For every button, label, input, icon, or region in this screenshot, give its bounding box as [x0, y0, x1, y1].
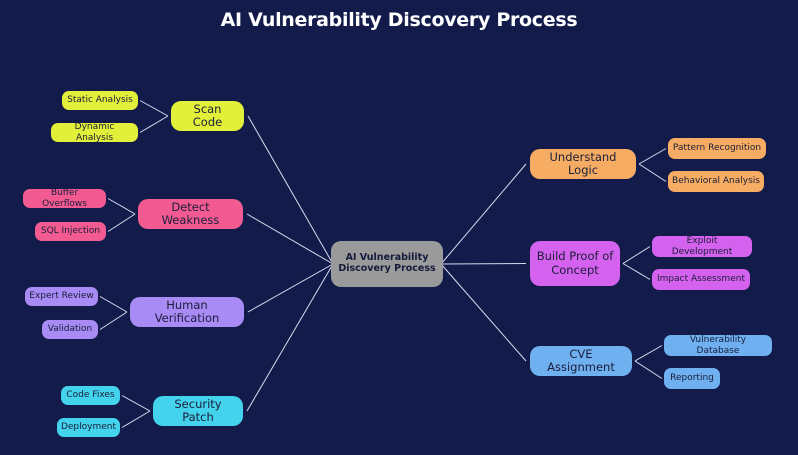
link-detect-sql-injection — [107, 213, 136, 232]
link-human-expert-review — [99, 296, 128, 313]
node-static-analysis: Static Analysis — [62, 91, 138, 110]
node-validation: Validation — [42, 320, 98, 339]
link-scan-static-analysis — [139, 100, 169, 117]
node-human-verification: Human Verification — [130, 297, 244, 327]
link-root-detect — [246, 213, 334, 265]
link-understand-behavioral-analysis — [638, 163, 667, 182]
node-reporting: Reporting — [664, 368, 720, 389]
link-root-cve — [440, 263, 527, 362]
link-poc-exploit-development — [622, 246, 651, 264]
link-detect-buffer-overflows — [107, 198, 136, 215]
node-security-patch: Security Patch — [153, 396, 243, 426]
node-exploit-development: Exploit Development — [652, 236, 752, 257]
node-root: AI Vulnerability Discovery Process — [331, 241, 443, 287]
link-patch-code-fixes — [121, 395, 151, 412]
link-understand-pattern-recognition — [638, 148, 667, 165]
node-sql-injection: SQL Injection — [35, 222, 106, 241]
node-detect-weakness: Detect Weakness — [138, 199, 243, 229]
node-behavioral-analysis: Behavioral Analysis — [668, 171, 764, 192]
node-impact-assessment: Impact Assessment — [652, 269, 750, 290]
link-scan-dynamic-analysis — [139, 115, 169, 133]
node-code-fixes: Code Fixes — [61, 386, 120, 405]
node-scan-code: Scan Code — [171, 101, 244, 131]
node-build-proof-of-concept: Build Proof of Concept — [530, 241, 620, 286]
link-human-validation — [99, 311, 128, 330]
node-pattern-recognition: Pattern Recognition — [668, 138, 766, 159]
node-buffer-overflows: Buffer Overflows — [23, 188, 106, 209]
link-patch-deployment — [121, 410, 151, 428]
link-root-understand — [440, 163, 527, 265]
node-understand-logic: Understand Logic — [530, 149, 636, 179]
diagram-title: AI Vulnerability Discovery Process — [220, 9, 578, 31]
link-root-patch — [246, 263, 334, 412]
link-root-scan — [247, 115, 334, 265]
node-deployment: Deployment — [57, 418, 120, 437]
link-root-poc — [440, 263, 527, 265]
link-cve-vulnerability-database — [634, 345, 663, 362]
node-dynamic-analysis: Dynamic Analysis — [51, 122, 138, 143]
link-cve-reporting — [634, 360, 663, 379]
node-expert-review: Expert Review — [25, 287, 98, 306]
link-poc-impact-assessment — [622, 263, 651, 280]
node-vulnerability-database: Vulnerability Database — [664, 335, 772, 356]
link-root-human — [247, 263, 334, 313]
node-cve-assignment: CVE Assignment — [530, 346, 632, 376]
